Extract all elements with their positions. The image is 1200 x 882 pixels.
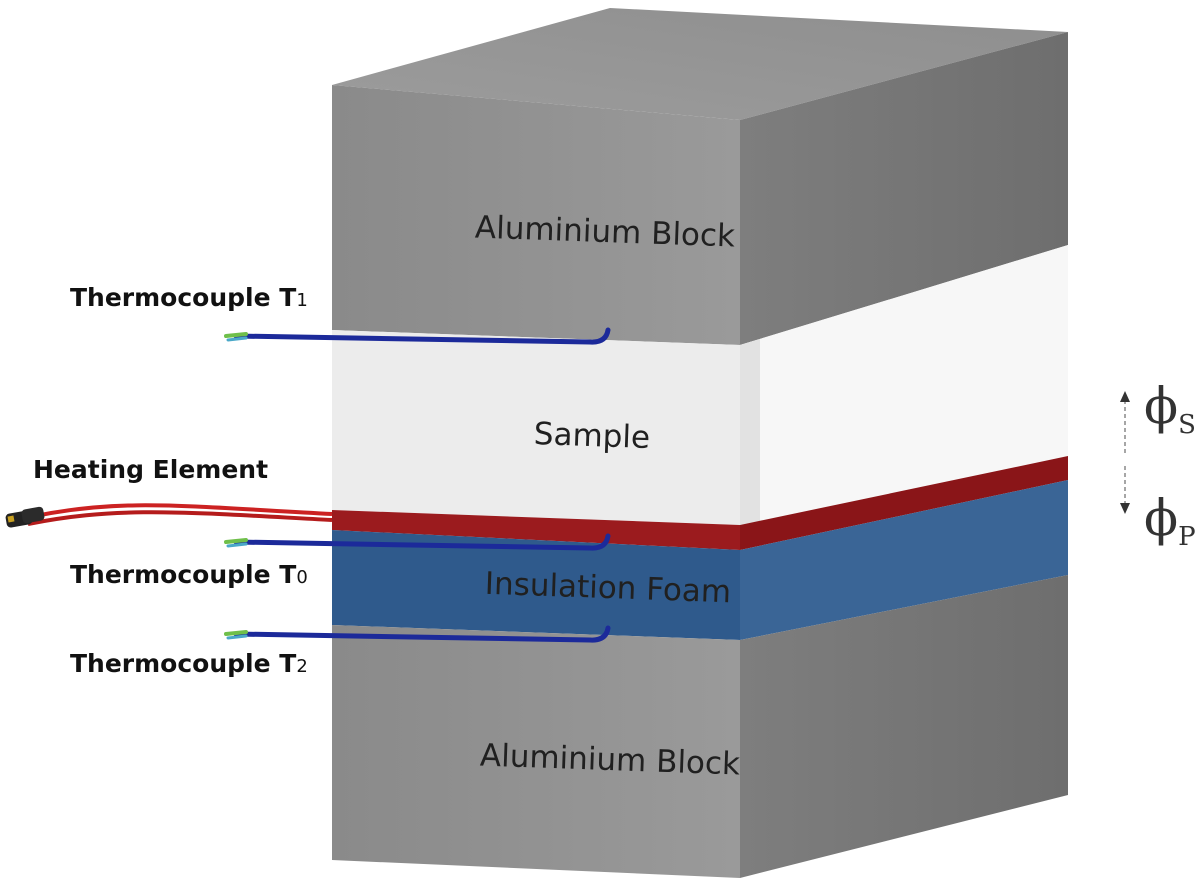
sample-side-shade (740, 339, 760, 525)
sample-side-face (740, 245, 1068, 525)
bottom-block-side-face (740, 575, 1068, 878)
insulation-side-face (740, 480, 1068, 640)
sample-label: Sample (533, 416, 650, 456)
sample-front-face (332, 330, 740, 525)
heater-front-face (332, 510, 740, 550)
heater-side-face (740, 456, 1068, 550)
top-block-front-face (332, 85, 740, 345)
flux-p-label: ϕP (1144, 489, 1196, 552)
heating-element-wire (5, 503, 333, 528)
arrow-down-icon (1120, 503, 1130, 514)
top-block-top-face (332, 8, 1068, 120)
thermocouple-t2-label: Thermocouple T2 (70, 649, 308, 678)
thermocouple-t0-label: Thermocouple T0 (70, 560, 308, 589)
insulation-label: Insulation Foam (484, 566, 731, 611)
arrow-up-icon (1120, 391, 1130, 402)
thermocouple-t1-label: Thermocouple T1 (70, 283, 308, 312)
thermocouple-t0-wire (224, 533, 611, 551)
top-block-side-face (740, 32, 1068, 345)
bottom-block-front-face (332, 625, 740, 878)
heating-element-label: Heating Element (33, 455, 268, 484)
flux-arrows (1120, 391, 1130, 514)
insulation-front-face (332, 530, 740, 640)
flux-s-label: ϕS (1144, 377, 1196, 440)
thermocouple-t1-wire (224, 327, 611, 345)
thermocouple-t2-wire (224, 625, 611, 643)
